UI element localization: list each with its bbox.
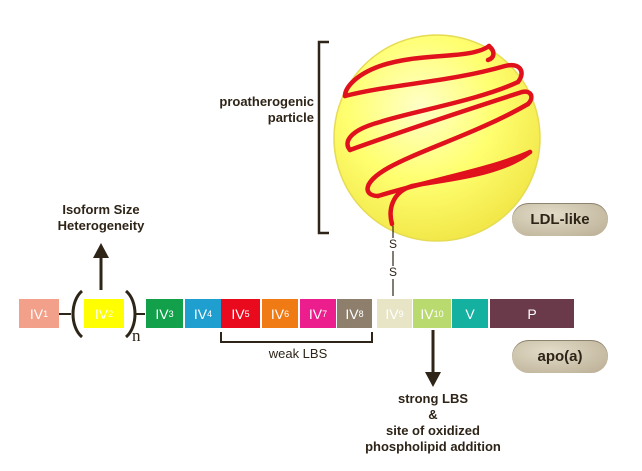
ldl-like-badge: LDL-like	[512, 203, 608, 236]
repeat-subscript: n	[132, 326, 141, 345]
helix-strand	[342, 43, 534, 227]
particle-label-line-1: proatherogenic	[219, 94, 314, 109]
domain-label: IV	[420, 305, 434, 322]
strong-lbs-line-3: site of oxidized	[386, 423, 480, 438]
disulfide-s-1: S	[388, 237, 399, 251]
domain-subscript: 3	[168, 308, 174, 319]
domain-subscript: 8	[358, 308, 364, 319]
apoa-badge: apo(a)	[512, 340, 608, 373]
domain-subscript: 1	[43, 308, 49, 319]
strong-lbs-line-2: &	[428, 407, 438, 422]
domain-label: IV	[29, 305, 44, 322]
domain-subscript: 10	[433, 308, 444, 319]
left-parenthesis	[71, 289, 84, 339]
domain-label: IV	[94, 305, 109, 322]
strong-lbs-line-4: phospholipid addition	[365, 439, 501, 454]
domain-subscript: 5	[244, 308, 250, 319]
domain-label: P	[527, 305, 537, 322]
weak-lbs-label: weak LBS	[268, 346, 328, 361]
particle-label-line-2: particle	[267, 110, 314, 125]
domain-label: IV	[308, 305, 323, 322]
weak-lbs-bracket	[220, 332, 373, 343]
isoform-arrow-head	[93, 243, 109, 258]
domain-label: IV	[231, 305, 245, 322]
domain-v: V	[452, 299, 488, 328]
strong-lbs-line-1: strong LBS	[397, 391, 469, 406]
isoform-label-line-1: Isoform Size	[62, 202, 140, 217]
strong-lbs-arrow-head	[425, 372, 441, 387]
domain-label: IV	[193, 305, 208, 322]
isoform-label-line-2: Heterogeneity	[57, 218, 145, 233]
domain-label: IV	[270, 305, 285, 322]
domain-subscript: 6	[284, 308, 290, 319]
domain-subscript: 4	[207, 308, 213, 319]
particle-label: proatherogenic particle	[196, 94, 314, 126]
isoform-label: Isoform Size Heterogeneity	[40, 202, 162, 234]
domain-subscript: 9	[398, 308, 404, 319]
domain-label: IV	[345, 305, 359, 322]
domain-label: IV	[385, 305, 399, 322]
strong-lbs-label: strong LBS & site of oxidized phospholip…	[352, 391, 514, 455]
domain-p: P	[490, 299, 574, 328]
domain-subscript: 2	[108, 308, 114, 319]
domain-label: IV	[155, 305, 169, 322]
domain-label: V	[465, 305, 475, 322]
particle-bracket	[317, 40, 329, 235]
domain-subscript: 7	[322, 308, 328, 319]
disulfide-s-2: S	[388, 265, 399, 279]
